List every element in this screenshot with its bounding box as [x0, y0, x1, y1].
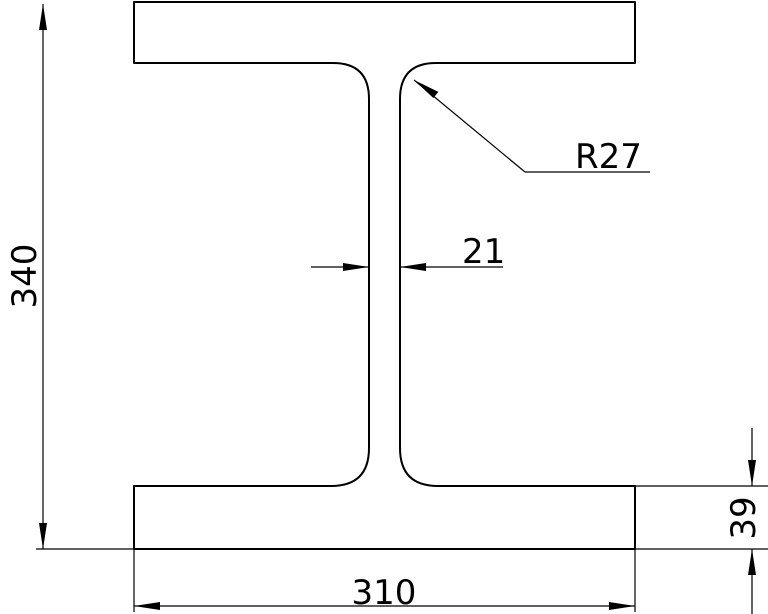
flange-arrow-top [748, 460, 756, 486]
flange-thickness-dimension: 39 [635, 428, 768, 614]
root-radius-callout: R27 [413, 79, 650, 177]
height-label: 340 [5, 244, 45, 309]
web-thickness-label: 21 [462, 232, 505, 272]
height-arrow-bottom [39, 523, 47, 549]
flange-thickness-label: 39 [724, 496, 764, 539]
width-label: 310 [352, 573, 417, 613]
height-dimension: 340 [5, 4, 134, 550]
beam-outline [133, 1, 636, 550]
web-arrow-left [343, 263, 369, 271]
flange-arrow-bottom [748, 549, 756, 575]
width-arrow-right [609, 602, 635, 610]
height-arrow-top [39, 4, 47, 30]
width-dimension: 310 [133, 549, 636, 613]
root-radius-label: R27 [575, 137, 642, 177]
web-thickness-dimension: 21 [311, 232, 505, 272]
width-arrow-left [134, 602, 160, 610]
radius-arrow [414, 80, 439, 98]
web-arrow-right [400, 263, 426, 271]
